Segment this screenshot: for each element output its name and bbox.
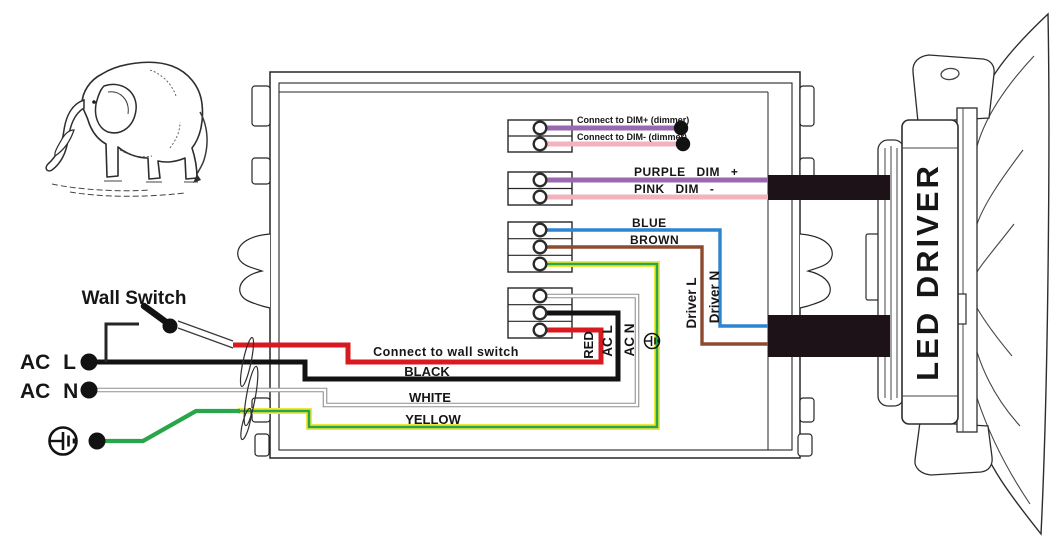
black-wire: [89, 310, 621, 382]
ac-n-vertical-label: AC N: [622, 324, 637, 357]
led-driver-unit: LED DRIVER: [865, 54, 995, 476]
blue-wire: [546, 228, 770, 328]
wall-switch-symbol: [104, 302, 234, 362]
purple-dim-label: PURPLE DIM +: [634, 165, 738, 179]
junction-box: [237, 71, 833, 459]
driver-bottom-bracket: [914, 421, 993, 476]
red-wire: [233, 327, 604, 365]
led-driver-label: LED DRIVER: [910, 163, 945, 381]
ac-l-vertical-label: AC L: [600, 325, 615, 357]
ground-terminal-dot: [88, 432, 106, 450]
brown-wire: [546, 245, 770, 346]
bracket-bolt-hole: [940, 67, 960, 81]
wall-switch-label: Wall Switch: [82, 288, 187, 309]
ground-hatching: [51, 183, 186, 197]
elephant-illustration: [45, 61, 208, 197]
pink-dim-label: PINK DIM -: [634, 182, 714, 196]
right-spring-clip: [799, 233, 833, 309]
mains-cable: [768, 315, 890, 357]
green-ground-lead: [96, 408, 240, 444]
driver-mounting-plate: [956, 107, 978, 433]
left-spring-clip: [237, 233, 271, 309]
brown-wire-label: BROWN: [630, 233, 679, 247]
ac-l-label: AC L: [20, 351, 76, 374]
connect-wall-switch-label: Connect to wall switch: [373, 345, 519, 359]
earth-ground-icon: [48, 426, 78, 456]
white-wire-label: WHITE: [409, 390, 451, 405]
driver-body: [901, 119, 959, 425]
lamp-fixture: [975, 12, 1050, 536]
dim-plus-label: Connect to DIM+ (dimmer): [577, 115, 689, 125]
driver-l-label: Driver L: [684, 277, 699, 328]
switch-pivot-dot: [162, 318, 178, 334]
dim-minus-label: Connect to DIM- (dimmer): [577, 132, 687, 142]
lamp-ribs: [975, 55, 1035, 505]
blue-wire-label: BLUE: [632, 216, 667, 230]
terminal-screws: [532, 120, 548, 338]
dim-cable: [768, 175, 890, 200]
ac-n-terminal-dot: [80, 381, 98, 399]
driver-n-label: Driver N: [707, 271, 722, 324]
yellow-wire-label: YELLOW: [405, 412, 461, 427]
wires: [89, 125, 770, 444]
elephant-eye: [92, 100, 96, 104]
elephant-tusk: [54, 129, 75, 157]
black-wire-label: BLACK: [404, 364, 450, 379]
dim-plus-end-dot: [673, 120, 689, 136]
driver-top-bracket: [912, 54, 995, 123]
red-vertical-label: RED: [581, 331, 596, 358]
dim-minus-end-dot: [675, 136, 691, 152]
elephant-tail: [196, 111, 208, 175]
wire-bundle-lacing: [239, 336, 259, 441]
elephant-ear: [94, 83, 137, 134]
ac-l-terminal-dot: [80, 353, 98, 371]
earth-ground-icon-small: [643, 332, 661, 350]
ac-n-label: AC N: [20, 380, 78, 403]
